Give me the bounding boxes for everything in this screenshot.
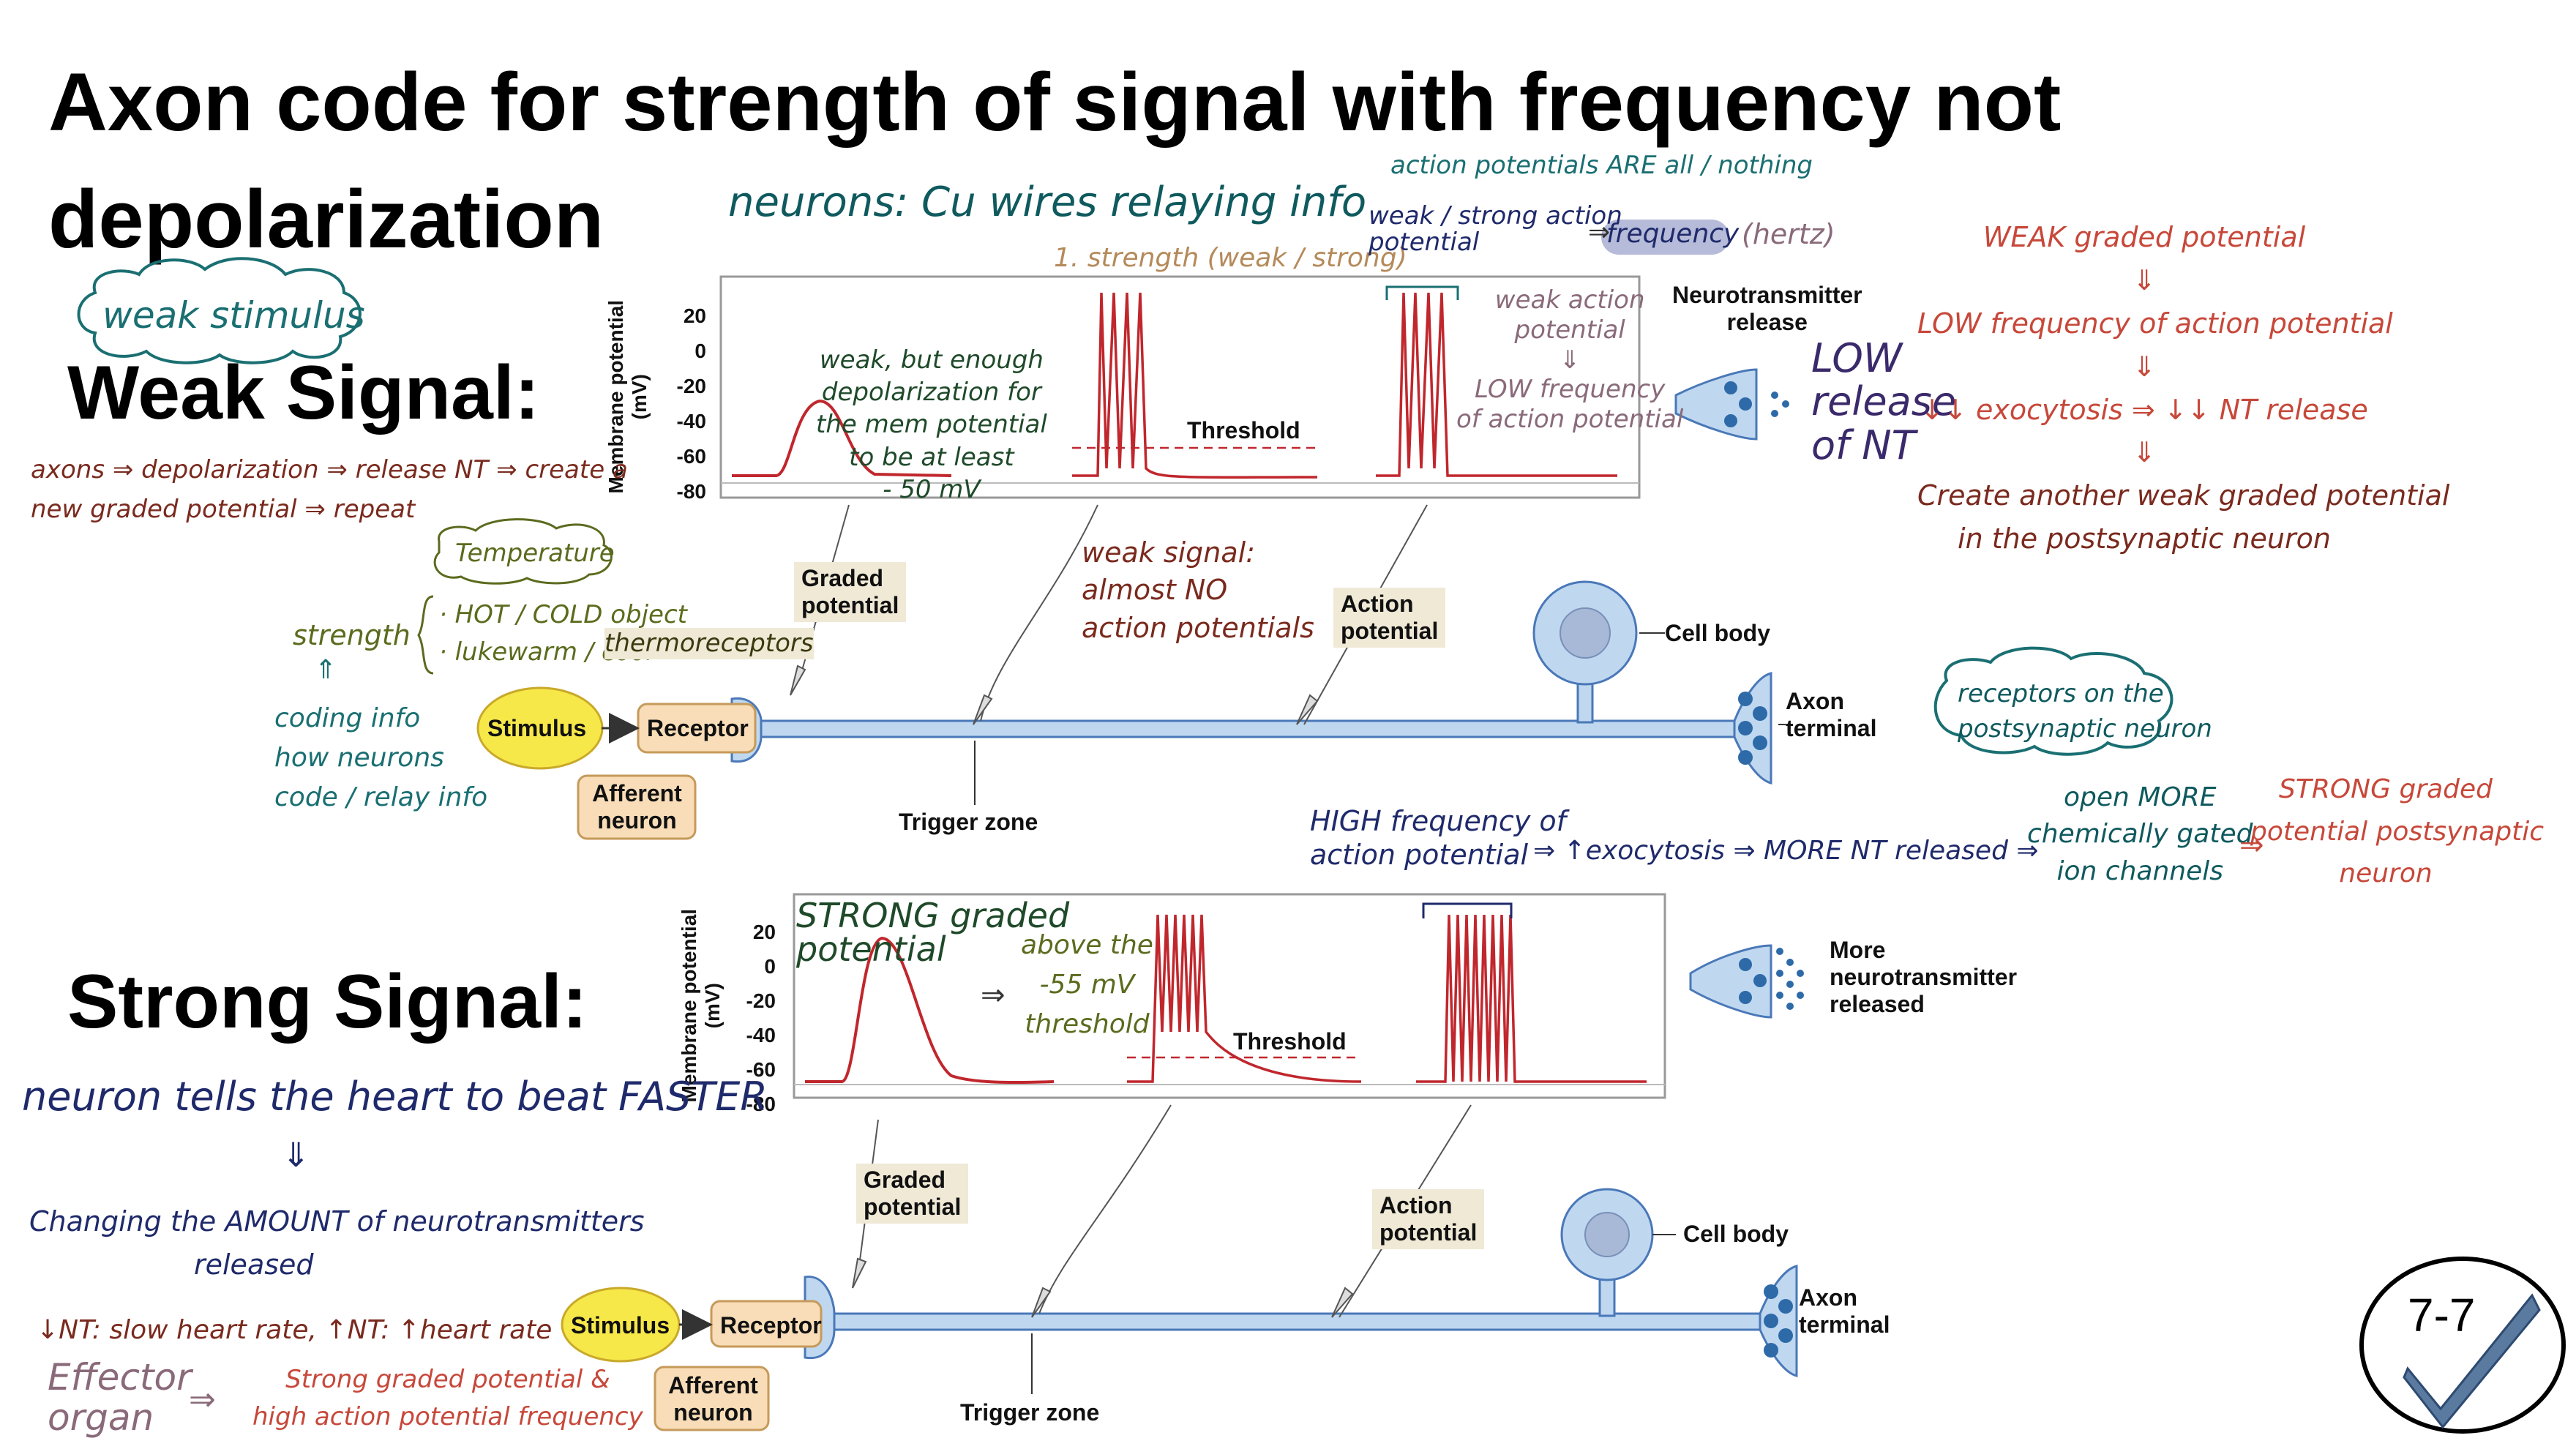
note-exocytosis-more: ⇒ ↑exocytosis ⇒ MORE NT released ⇒ <box>1533 836 2039 866</box>
weak-receptor-label: Receptor <box>647 715 749 741</box>
note-frequency: frequency <box>1606 219 1740 249</box>
page-title: Axon code for strength of signal with fr… <box>48 56 2062 265</box>
temperature-cloud <box>433 518 613 585</box>
note-changing-amount: Changing the AMOUNT of neurotransmitters… <box>29 1205 645 1281</box>
note-strength-ws: 1. strength (weak / strong) <box>1054 243 1407 273</box>
weak-graded-trace <box>732 399 952 477</box>
weak-ap-trace-2 <box>1376 292 1617 477</box>
weak-threshold-label: Threshold <box>1187 417 1300 443</box>
strong-ap-trace-1 <box>1127 914 1362 1083</box>
receptors-cloud <box>1933 646 2174 756</box>
strong-stimulus-label: Stimulus <box>571 1312 670 1338</box>
weak-stimulus-cloud <box>77 257 362 364</box>
check-icon <box>2403 1293 2541 1429</box>
note-neurons-cu: neurons: Cu wires relaying info <box>728 179 1367 226</box>
note-nt-heart: ↓NT: slow heart rate, ↑NT: ↑heart rate <box>37 1315 553 1345</box>
badge-circle <box>2359 1257 2566 1434</box>
strong-graded-trace <box>805 936 1055 1085</box>
strong-signal-heading: Strong Signal: <box>67 959 588 1044</box>
strong-trigger-label: Trigger zone <box>960 1399 1100 1426</box>
note-thermoreceptors: thermoreceptors <box>604 628 814 659</box>
strong-cellbody-label: Cell body <box>1683 1221 1789 1247</box>
weak-trigger-label: Trigger zone <box>899 809 1038 835</box>
note-strong-high: Strong graded potential &high action pot… <box>252 1365 643 1431</box>
note-hertz: (hertz) <box>1742 218 1835 250</box>
note-axons-repeat: axons ⇒ depolarization ⇒ release NT ⇒ cr… <box>31 455 628 525</box>
weak-cellbody-label: Cell body <box>1665 620 1771 646</box>
strong-ap-trace-2 <box>1416 914 1647 1083</box>
strong-receptor-label: Receptor <box>720 1312 822 1338</box>
weak-neuron <box>476 368 1789 840</box>
slide-number-badge: 7-7 <box>2408 1289 2476 1341</box>
weak-signal-heading: Weak Signal: <box>67 351 540 435</box>
weak-graph <box>719 275 1641 499</box>
strong-neuron <box>561 944 1804 1431</box>
note-strength: strength <box>293 619 411 651</box>
note-temperature: Temperature <box>455 539 615 568</box>
strong-threshold-label: Threshold <box>1233 1028 1347 1055</box>
weak-ap-trace-1 <box>1072 292 1318 479</box>
weak-stimulus-label: Stimulus <box>487 715 587 741</box>
note-heart-faster: neuron tells the heart to beat FASTER <box>22 1074 768 1120</box>
strong-graph <box>793 893 1666 1099</box>
note-weak-stimulus: weak stimulus <box>102 294 365 337</box>
note-weak-graded-chain: WEAK graded potential⇓LOW frequency of a… <box>1917 221 2450 555</box>
note-ap-all: action potentials ARE all / nothing <box>1390 151 1813 180</box>
